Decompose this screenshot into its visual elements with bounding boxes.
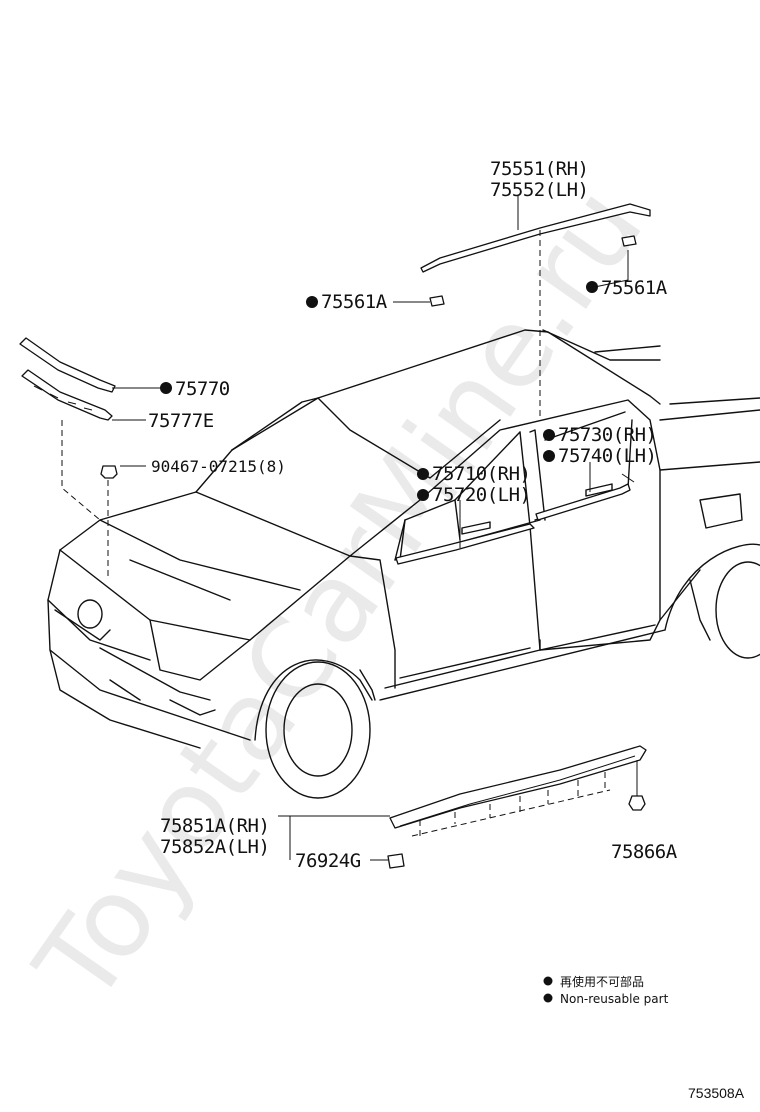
roof-molding <box>420 203 651 273</box>
roof-clip-left <box>429 295 445 307</box>
rear-door-molding <box>535 483 631 521</box>
non-reusable-dot-1 <box>306 296 318 308</box>
hood-molding <box>19 337 116 393</box>
label-hood-clip: 90467-07215(8) <box>151 457 286 476</box>
legend-dot-2 <box>543 993 553 1003</box>
label-roof-lh: 75552(LH) <box>490 179 588 201</box>
rocker-molding <box>389 745 647 829</box>
legend-dot-1 <box>543 976 553 986</box>
label-hood-molding: 75770 <box>175 378 230 400</box>
label-rocker-nut: 75866A <box>611 841 678 863</box>
non-reusable-dot-4 <box>543 429 555 441</box>
non-reusable-dot-5 <box>543 450 555 462</box>
truck-outline <box>47 329 760 799</box>
hood-clip <box>100 465 118 479</box>
label-roof-rh: 75551(RH) <box>490 158 588 180</box>
legend-line-2: Non-reusable part <box>560 992 669 1006</box>
rocker-clip <box>387 853 405 869</box>
label-rocker-rh: 75851A(RH) <box>160 815 269 837</box>
label-front-door-lh: 75720(LH) <box>432 484 530 506</box>
non-reusable-dot-2 <box>586 281 598 293</box>
roof-clip-right <box>621 235 637 247</box>
drawing-id: 753508A <box>688 1085 745 1101</box>
rocker-retainer-lines <box>411 772 611 837</box>
label-front-door-rh: 75710(RH) <box>432 463 530 485</box>
label-rocker-lh: 75852A(LH) <box>160 836 269 858</box>
leader-lines <box>61 196 638 861</box>
non-reusable-dot-3 <box>160 382 172 394</box>
hood-molding-retainer <box>21 369 113 421</box>
label-clip-right: 75561A <box>601 277 668 299</box>
non-reusable-dot-7 <box>417 489 429 501</box>
label-hood-retainer: 75777E <box>148 410 214 432</box>
label-rear-door-lh: 75740(LH) <box>558 445 656 467</box>
label-clip-left: 75561A <box>321 291 388 313</box>
non-reusable-dot-6 <box>417 468 429 480</box>
legend: 再使用不可部品 Non-reusable part <box>543 974 669 1006</box>
rocker-nut <box>628 795 646 811</box>
label-rocker-clip: 76924G <box>295 850 361 872</box>
label-rear-door-rh: 75730(RH) <box>558 424 656 446</box>
legend-line-1: 再使用不可部品 <box>560 974 644 989</box>
front-door-molding <box>395 523 535 565</box>
